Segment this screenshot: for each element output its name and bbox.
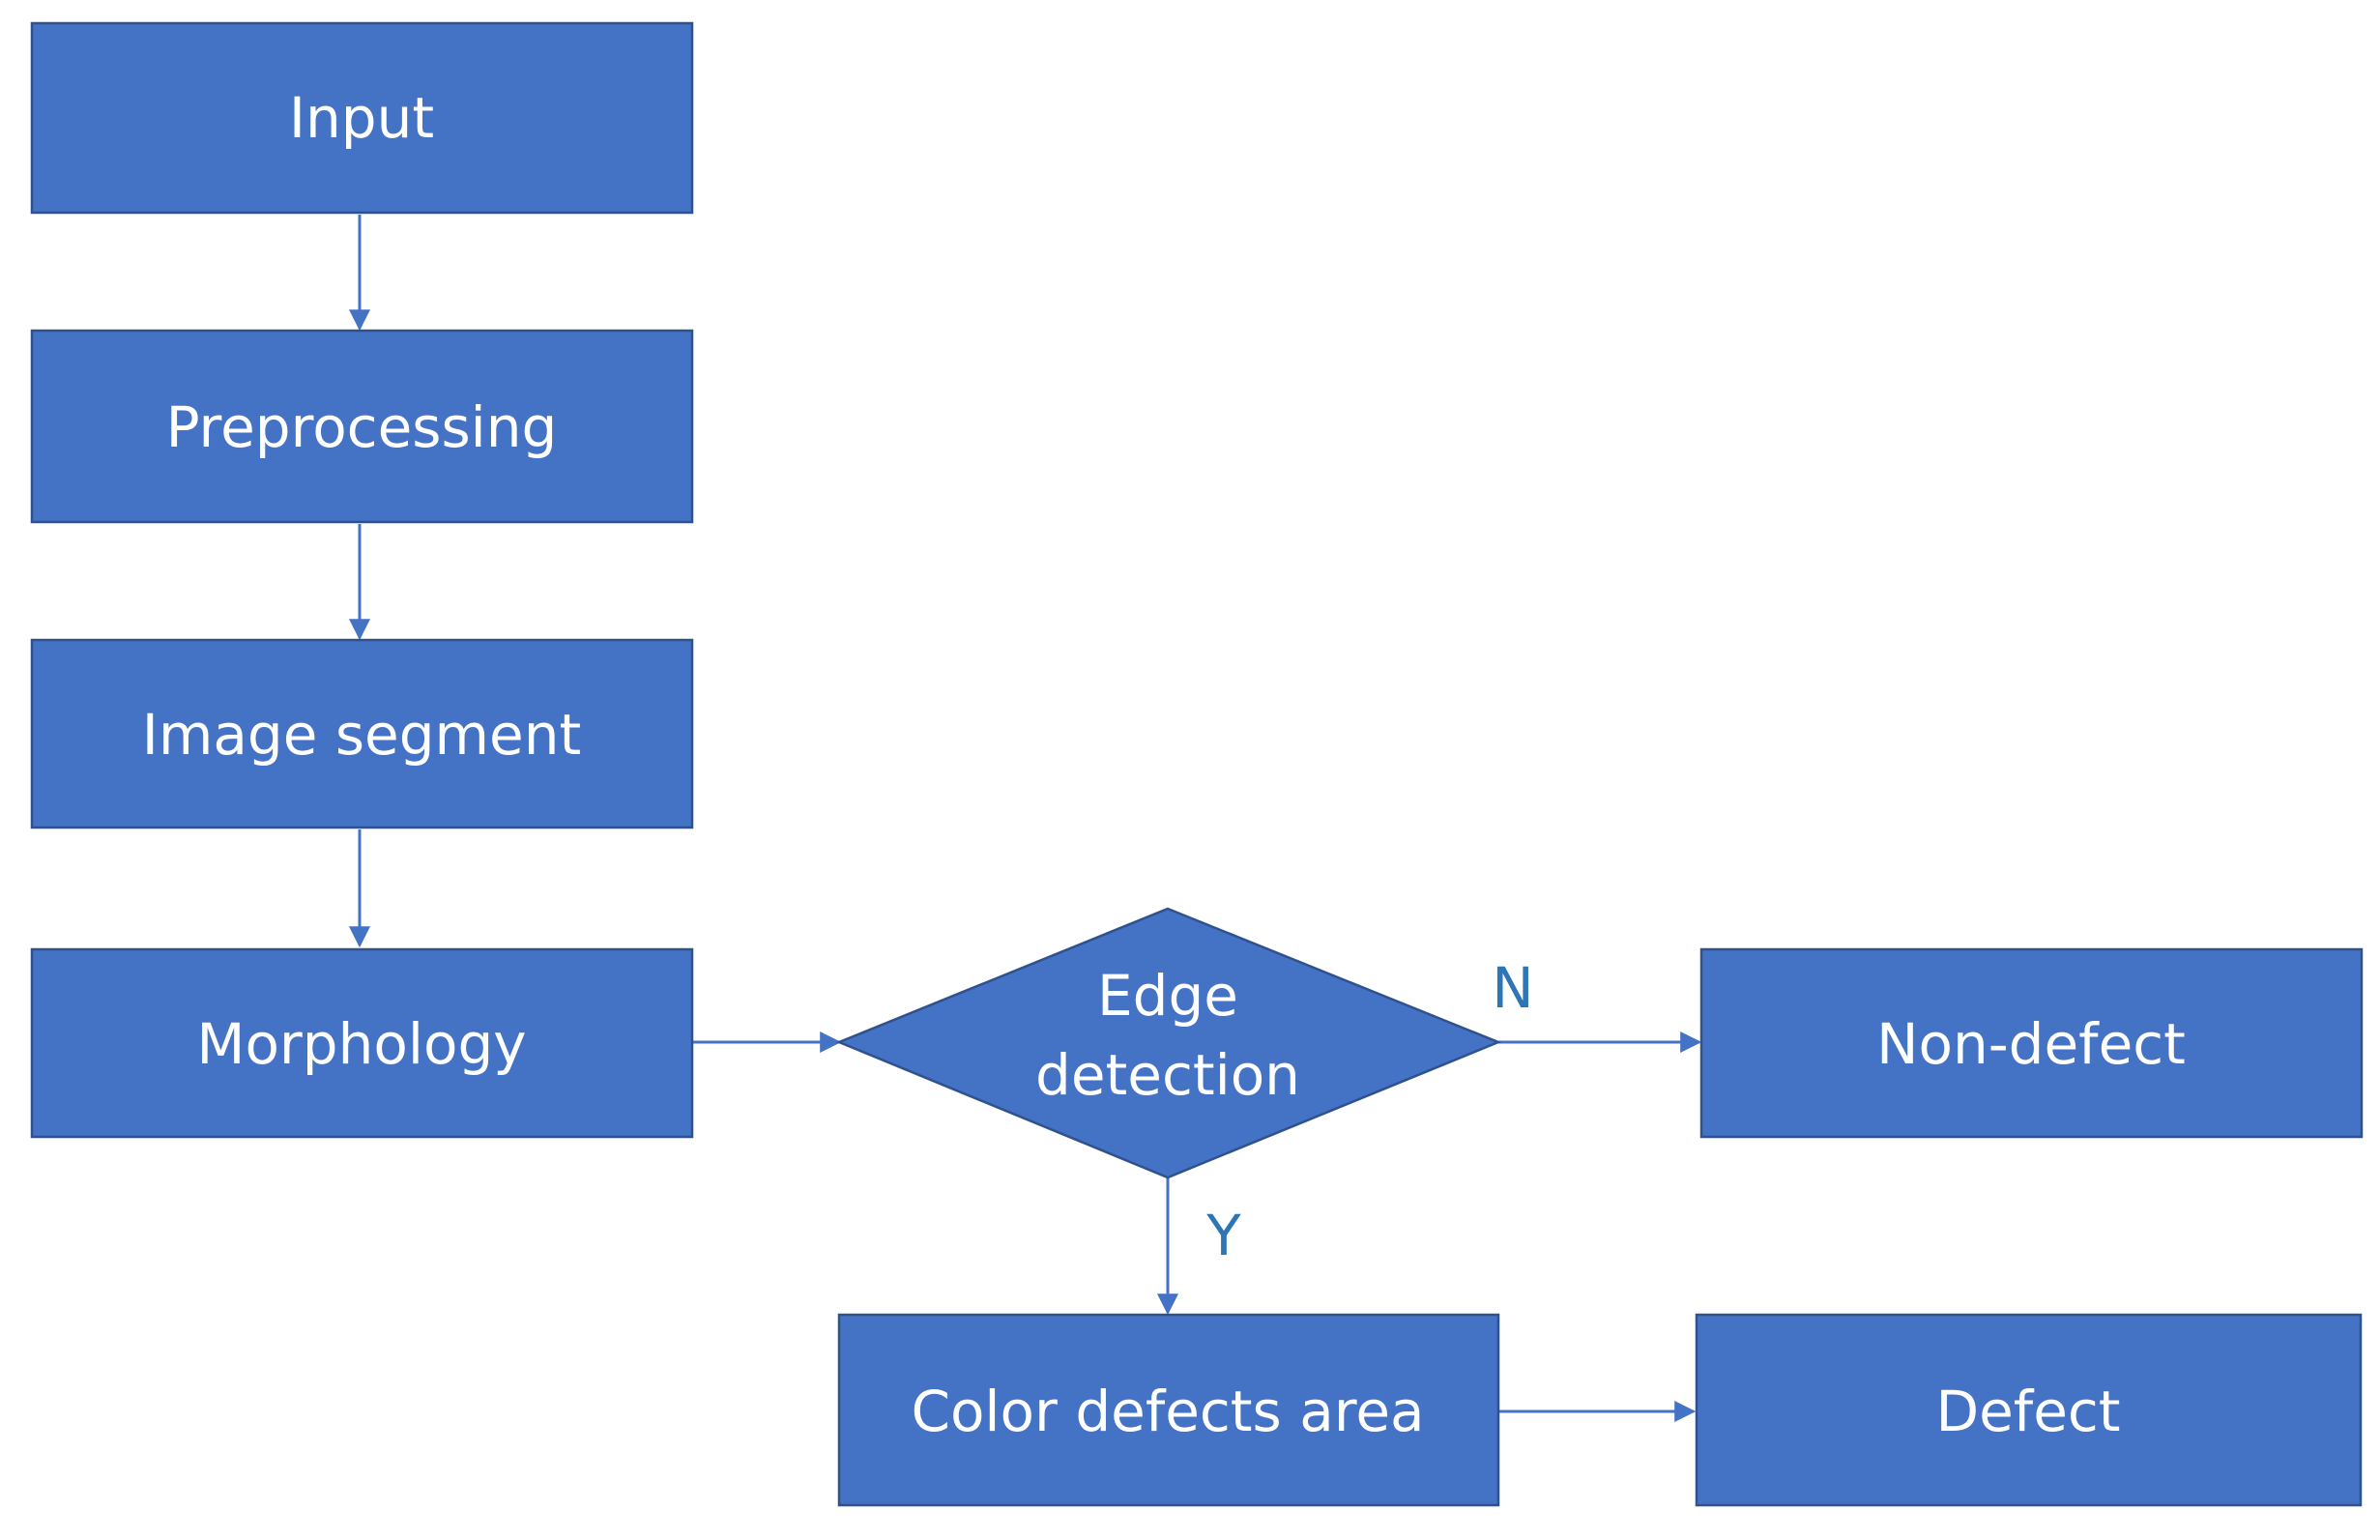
node-non-defect-label: Non-defect [1876,1011,2186,1077]
node-morphology: Morphology [30,947,694,1139]
node-defect: Defect [1695,1313,2363,1507]
node-image-segment-box [30,638,694,829]
node-defect-box [1695,1313,2363,1507]
node-preprocessing-box [30,329,694,524]
node-edge-detection-label-line1: Edge [1097,963,1238,1029]
node-edge-detection-label-line2: detection [1035,1042,1300,1108]
node-color-defects-area-label: Color defects area [911,1379,1424,1444]
node-input: Input [30,21,694,215]
node-non-defect: Non-defect [1699,947,2364,1139]
node-image-segment: Image segment [30,638,694,829]
node-image-segment-label: Image segment [142,702,581,768]
node-input-label: Input [289,85,434,151]
node-color-defects-area-box [837,1313,1500,1507]
node-preprocessing: Preprocessing [30,329,694,524]
edge-label-no: N [1492,955,1533,1021]
node-morphology-label: Morphology [196,1011,526,1077]
node-input-box [30,21,694,215]
node-non-defect-box [1699,947,2364,1139]
node-color-defects-area: Color defects area [837,1313,1500,1507]
edge-label-yes: Y [1205,1203,1241,1268]
node-edge-detection-diamond [835,907,1502,1179]
node-edge-detection: Edge detection [835,907,1502,1179]
node-preprocessing-label: Preprocessing [166,394,558,460]
node-defect-label: Defect [1935,1379,2120,1444]
node-morphology-box [30,947,694,1139]
